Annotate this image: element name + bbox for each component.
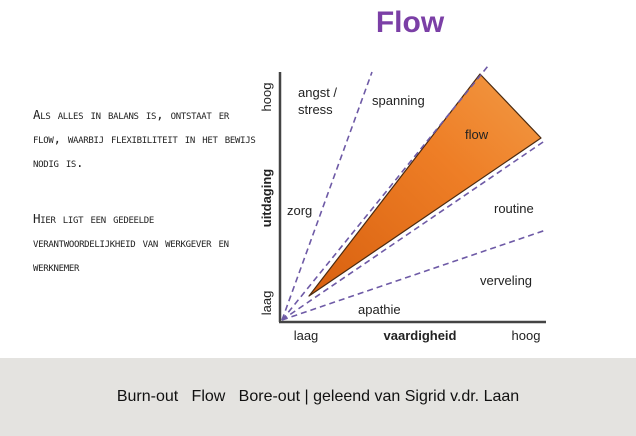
y-low-label: laag	[259, 291, 274, 316]
x-axis-label: vaardigheid	[384, 328, 457, 343]
zone-stress-label: stress	[298, 102, 333, 117]
footer-item-burnout: Burn-out	[116, 388, 179, 405]
y-high-label: hoog	[259, 83, 274, 112]
flow-diagram: hoog uitdaging laag laag vaardigheid hoo…	[259, 65, 547, 343]
dashed-boundary-line	[281, 65, 489, 321]
intro-paragraph: Als alles in balans is, ontstaat er flow…	[33, 107, 256, 170]
zone-spanning-label: spanning	[372, 93, 425, 108]
footer-item-flow: Flow	[191, 388, 226, 405]
flow-zone	[308, 73, 542, 297]
zone-angst-label: angst /	[298, 85, 337, 100]
y-axis-label: uitdaging	[259, 169, 274, 228]
page-title: Flow	[375, 6, 445, 39]
footer-item-boreout: Bore-out | geleend van Sigrid v.dr. Laan	[238, 388, 520, 405]
dashed-boundary-line	[281, 71, 373, 321]
dashed-boundary-line	[281, 139, 547, 321]
zone-verveling-label: verveling	[480, 273, 532, 288]
zone-zorg-label: zorg	[287, 203, 312, 218]
responsibility-paragraph: Hier ligt een gedeelde verantwoordelijkh…	[33, 211, 229, 274]
dashed-boundary-line	[281, 229, 547, 321]
zone-routine-label: routine	[494, 201, 534, 216]
zone-flow-label: flow	[465, 127, 489, 142]
footer-bar: Burn-out Flow Bore-out | geleend van Sig…	[0, 358, 636, 436]
x-low-label: laag	[294, 328, 319, 343]
zone-apathie-label: apathie	[358, 302, 401, 317]
footer-caption: Burn-out Flow Bore-out | geleend van Sig…	[0, 388, 636, 406]
x-high-label: hoog	[512, 328, 541, 343]
